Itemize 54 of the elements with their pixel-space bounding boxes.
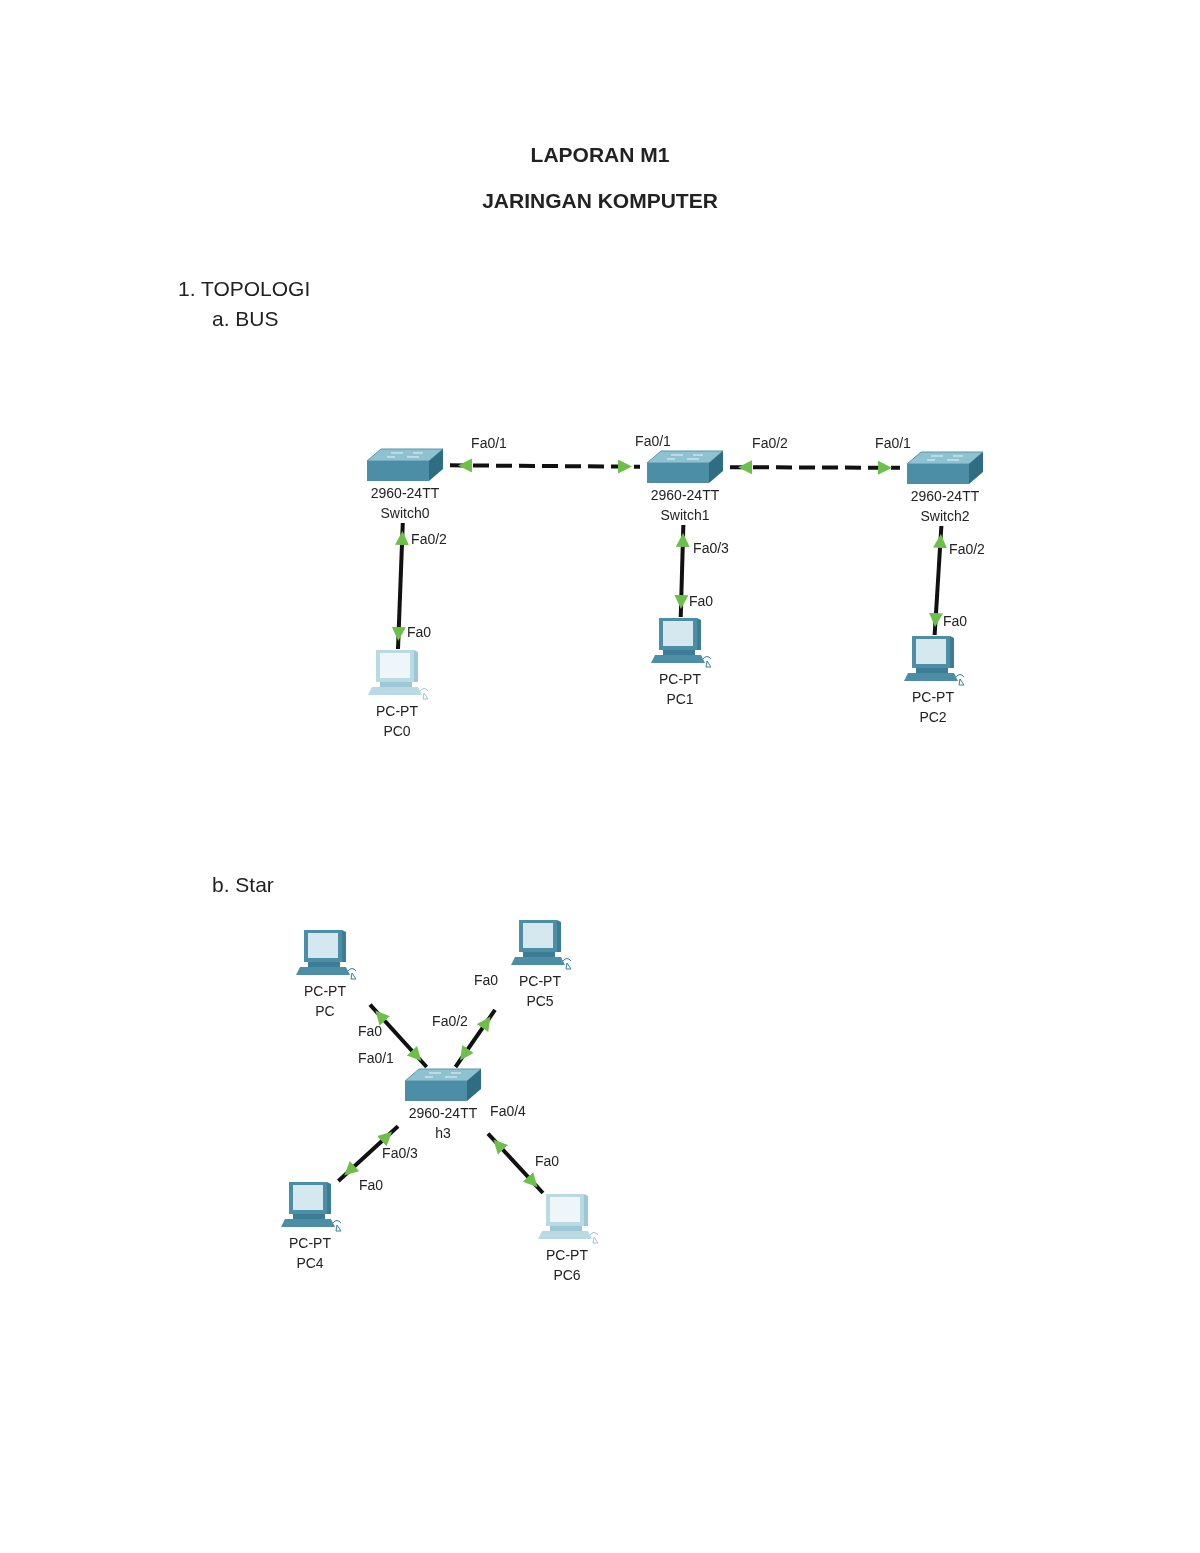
document-title: LAPORAN M1 [530, 143, 670, 167]
port-label: Fa0/1 [471, 435, 507, 451]
device-model: 2960-24TT [408, 1104, 478, 1123]
port-label: Fa0/1 [875, 435, 911, 451]
section-heading: 1. TOPOLOGI [178, 277, 311, 301]
subsection-heading: a. BUS [212, 307, 279, 331]
network-cable [453, 1008, 497, 1069]
port-label: Fa0/4 [490, 1103, 526, 1119]
port-label: Fa0 [358, 1177, 384, 1193]
device-model: PC-PT [376, 702, 418, 721]
port-label: Fa0 [406, 624, 432, 640]
network-cable [486, 1132, 545, 1195]
device-model: PC-PT [289, 1234, 331, 1253]
port-label: Fa0/2 [752, 435, 788, 451]
subsection-heading: b. Star [212, 873, 274, 897]
port-label: Fa0 [473, 972, 499, 988]
device-model: PC-PT [546, 1246, 588, 1265]
device-name: Switch2 [920, 507, 970, 526]
dashed-cable [730, 460, 900, 475]
device-model: PC-PT [519, 972, 561, 991]
device-model: PC-PT [659, 670, 701, 689]
port-label: Fa0/3 [382, 1145, 418, 1161]
port-label: Fa0/2 [432, 1013, 468, 1029]
port-label: Fa0 [534, 1153, 560, 1169]
device-name: PC0 [383, 722, 411, 741]
device-name: PC2 [919, 708, 947, 727]
device-name: Switch1 [660, 506, 710, 525]
device-model: 2960-24TT [650, 486, 720, 505]
device-name: PC4 [296, 1254, 324, 1273]
device-model: 2960-24TT [370, 484, 440, 503]
device-model: PC-PT [912, 688, 954, 707]
port-label: Fa0 [357, 1023, 383, 1039]
dashed-cable [450, 458, 640, 474]
network-cable [929, 525, 947, 636]
port-label: Fa0/2 [949, 541, 985, 557]
device-name: PC1 [666, 690, 694, 709]
port-label: Fa0/1 [358, 1050, 394, 1066]
document-subtitle: JARINGAN KOMPUTER [482, 189, 718, 213]
network-cable [337, 1124, 400, 1183]
device-model: 2960-24TT [910, 487, 980, 506]
port-label: Fa0/3 [693, 540, 729, 556]
network-cable [674, 524, 690, 618]
port-label: Fa0/2 [411, 531, 447, 547]
network-cable [368, 1003, 429, 1069]
port-label: Fa0 [688, 593, 714, 609]
device-name: h3 [435, 1124, 451, 1143]
device-model: PC-PT [304, 982, 346, 1001]
device-name: PC [315, 1002, 335, 1021]
device-name: Switch0 [380, 504, 430, 523]
port-label: Fa0/1 [635, 433, 671, 449]
device-name: PC6 [553, 1266, 581, 1285]
network-cable [391, 522, 409, 650]
port-label: Fa0 [942, 613, 968, 629]
device-name: PC5 [526, 992, 554, 1011]
